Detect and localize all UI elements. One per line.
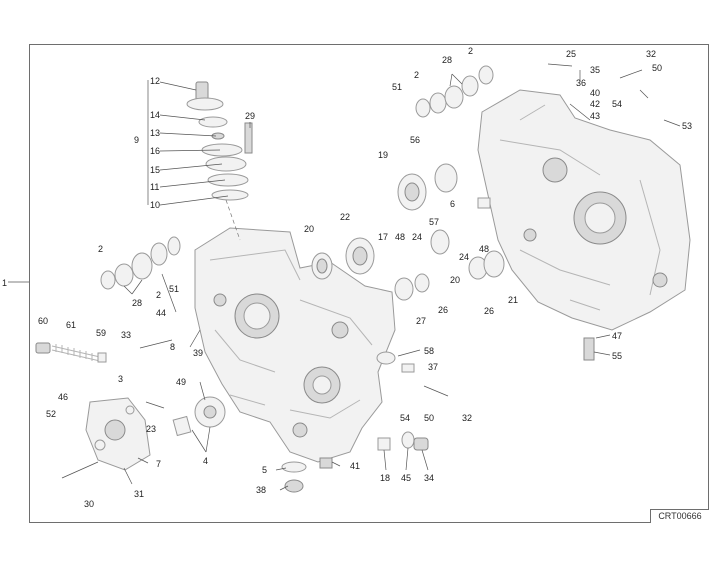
callout-54-left: 54	[400, 413, 410, 423]
callout-19: 19	[378, 150, 388, 160]
bottom-small-parts	[281, 337, 595, 493]
callout-47: 47	[612, 331, 622, 341]
callout-33: 33	[121, 330, 131, 340]
callout-6: 6	[450, 199, 455, 209]
callout-50-right: 50	[652, 63, 662, 73]
callout-58: 58	[424, 346, 434, 356]
callout-60: 60	[38, 316, 48, 326]
right-crankcase-half	[477, 89, 691, 331]
callout-7: 7	[156, 459, 161, 469]
callout-38: 38	[256, 485, 266, 495]
callout-4: 4	[203, 456, 208, 466]
callout-48-left: 48	[395, 232, 405, 242]
callout-51-left: 51	[169, 284, 179, 294]
callout-56: 56	[410, 135, 420, 145]
callout-2-right-a: 2	[414, 70, 419, 80]
callout-40: 40	[590, 88, 600, 98]
callout-5: 5	[262, 465, 267, 475]
center-bearings	[311, 237, 430, 365]
callout-46: 46	[58, 392, 68, 402]
callout-29: 29	[245, 111, 255, 121]
callout-2-left-a: 2	[98, 244, 103, 254]
callout-48-right: 48	[479, 244, 489, 254]
callout-45: 45	[401, 473, 411, 483]
callout-51-right: 51	[392, 82, 402, 92]
oil-pump-assembly	[85, 397, 151, 471]
callout-44: 44	[156, 308, 166, 318]
callout-61: 61	[66, 320, 76, 330]
rod-part-61	[35, 342, 107, 363]
callout-50-left: 50	[424, 413, 434, 423]
callout-12: 12	[150, 76, 160, 86]
callout-13: 13	[150, 128, 160, 138]
callout-35: 35	[590, 65, 600, 75]
callout-26-left: 26	[438, 305, 448, 315]
callout-43: 43	[590, 111, 600, 121]
callout-17: 17	[378, 232, 388, 242]
callout-labels: 1 12 14 13 9 16 15 11 10 29 2 28 2 51 60…	[2, 46, 692, 509]
callout-2-right-b: 2	[468, 46, 473, 56]
left-crankcase-half	[194, 227, 396, 463]
callout-34: 34	[424, 473, 434, 483]
callout-23: 23	[146, 424, 156, 434]
leader-lines	[123, 70, 681, 491]
callout-36: 36	[576, 78, 586, 88]
stacked-parts-9-16	[186, 81, 253, 241]
callout-28-right: 28	[442, 55, 452, 65]
callout-54-right: 54	[612, 99, 622, 109]
callout-27: 27	[416, 316, 426, 326]
callout-52: 52	[46, 409, 56, 419]
callout-57: 57	[429, 217, 439, 227]
callout-18: 18	[380, 473, 390, 483]
callout-2-left-b: 2	[156, 290, 161, 300]
diagram-frame	[29, 44, 709, 523]
callout-42: 42	[590, 99, 600, 109]
callout-11: 11	[150, 182, 159, 192]
bolts	[61, 63, 643, 485]
callout-39: 39	[193, 348, 203, 358]
callout-14: 14	[150, 110, 160, 120]
callout-28-left: 28	[132, 298, 142, 308]
callout-20-right: 20	[450, 275, 460, 285]
callout-26-right: 26	[484, 306, 494, 316]
callout-24-right: 24	[459, 252, 469, 262]
callout-55: 55	[612, 351, 622, 361]
callout-32-left: 32	[462, 413, 472, 423]
callout-37: 37	[428, 362, 438, 372]
callout-49: 49	[176, 377, 186, 387]
callout-9: 9	[134, 135, 139, 145]
callout-32-right: 32	[646, 49, 656, 59]
reference-code: CRT00666	[650, 509, 709, 523]
callout-16: 16	[150, 146, 160, 156]
callout-24-left: 24	[412, 232, 422, 242]
callout-59: 59	[96, 328, 106, 338]
callout-15: 15	[150, 165, 160, 175]
gear-part-4	[172, 396, 226, 437]
callout-1: 1	[2, 278, 7, 288]
callout-21: 21	[508, 295, 518, 305]
callout-31: 31	[134, 489, 144, 499]
callout-53: 53	[682, 121, 692, 131]
callout-3: 3	[118, 374, 123, 384]
right-bearing-set	[397, 65, 505, 280]
callout-10: 10	[150, 200, 160, 210]
left-bearing-set	[100, 236, 181, 290]
callout-30: 30	[84, 499, 94, 509]
callout-20-left: 20	[304, 224, 314, 234]
callout-8: 8	[170, 342, 175, 352]
callout-41: 41	[350, 461, 360, 471]
callout-25: 25	[566, 49, 576, 59]
callout-22: 22	[340, 212, 350, 222]
